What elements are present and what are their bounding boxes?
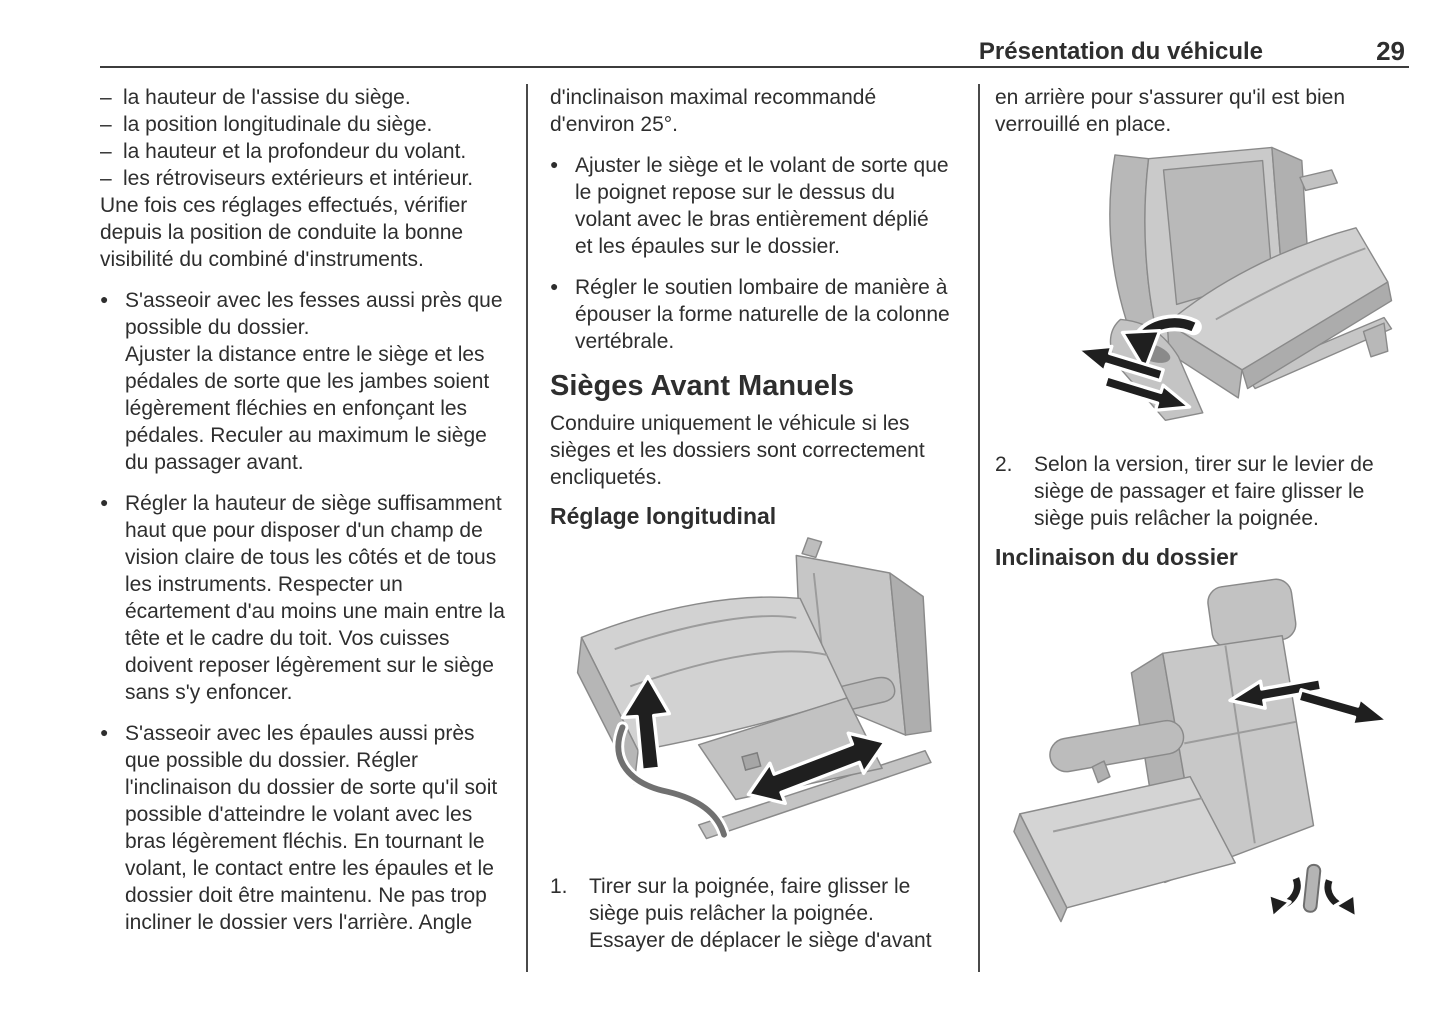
dash-list-item: – la hauteur et la profondeur du volant. <box>100 138 506 165</box>
arrow-up-icon <box>620 674 672 772</box>
continuation-text: d'inclinaison maximal recommandé d'envir… <box>550 86 877 136</box>
headrest <box>1207 578 1297 648</box>
dash-item-text: la hauteur de l'assise du siège. <box>123 86 411 109</box>
bullet-marker: ● <box>550 156 559 172</box>
bullet-marker: ● <box>100 724 109 740</box>
bullet-item: ● Régler la hauteur de siège suffisammen… <box>100 490 506 706</box>
dash-marker: – <box>100 86 112 109</box>
bullet-text: Régler la hauteur de siège suffisamment … <box>125 492 505 704</box>
arrow-lever-ccw-icon <box>1266 872 1304 920</box>
arrow-lever-cw-icon <box>1322 874 1359 920</box>
column-divider-1 <box>526 84 528 972</box>
subsection-heading: Inclinaison du dossier <box>995 544 1238 570</box>
page-number: 29 <box>1376 36 1405 66</box>
dash-item-text: la hauteur et la profondeur du volant. <box>123 140 467 163</box>
numbered-step: 2. Selon la version, tirer sur le levier… <box>995 451 1403 532</box>
release-handle <box>615 724 727 838</box>
arrow-slide-forward-icon <box>1102 374 1192 412</box>
armrest <box>1049 719 1185 773</box>
dash-list-item: – la position longitudinale du siège. <box>100 111 506 138</box>
step-text: Selon la version, tirer sur le levier de… <box>1034 453 1374 530</box>
section-heading: Sièges Avant Manuels <box>550 370 855 402</box>
bullet-text: Ajuster la distance entre le siège et le… <box>125 343 490 474</box>
bullet-marker: ● <box>100 494 109 510</box>
continuation-text: en arrière pour s'assurer qu'il est bien… <box>995 86 1346 136</box>
dash-marker: – <box>100 167 112 190</box>
arrow-double-horizontal-icon <box>746 731 887 806</box>
column-1: – la hauteur de l'assise du siège. – la … <box>100 84 506 936</box>
seat-longitudinal-adjust-illustration <box>576 537 932 841</box>
bullet-item: ● S'asseoir avec les fesses aussi près q… <box>100 287 506 476</box>
dash-marker: – <box>100 140 112 163</box>
bullet-item: ● Régler le soutien lombaire de manière … <box>550 274 952 355</box>
paragraph: Une fois ces réglages effectués, vérifie… <box>100 194 468 271</box>
seat-structure <box>1013 578 1322 923</box>
recline-lever <box>1299 169 1339 192</box>
dash-item-text: la position longitudinale du siège. <box>123 113 433 136</box>
column-divider-2 <box>978 84 980 972</box>
dash-list-item: – la hauteur de l'assise du siège. <box>100 84 506 111</box>
column-2: d'inclinaison maximal recommandé d'envir… <box>550 84 952 954</box>
seat-slide-lever-illustration <box>1075 146 1393 422</box>
step-number: 1. <box>550 875 568 898</box>
bullet-item: ● S'asseoir avec les épaules aussi près … <box>100 720 506 936</box>
seatback-recline-illustration <box>1013 578 1390 923</box>
arrow-curved-down-icon <box>1120 314 1202 372</box>
bullet-text: S'asseoir avec les épaules aussi près qu… <box>125 722 498 934</box>
bullet-text: S'asseoir avec les fesses aussi près que… <box>125 289 503 339</box>
numbered-step: 1. Tirer sur la poignée, faire glisser l… <box>550 873 952 954</box>
arrow-recline-back-icon <box>1296 688 1390 727</box>
seat-structure <box>576 537 932 841</box>
dash-list-item: – les rétroviseurs extérieurs et intérie… <box>100 165 506 192</box>
column-3: en arrière pour s'assurer qu'il est bien… <box>995 84 1403 947</box>
bullet-text: Ajuster le siège et le volant de sorte q… <box>575 154 949 258</box>
dash-marker: – <box>100 113 112 136</box>
subsection-heading: Réglage longitudinal <box>550 503 777 529</box>
page-header-section-title: Présentation du véhicule <box>978 38 1263 65</box>
step-text: Tirer sur la poignée, faire glisser le s… <box>589 875 932 952</box>
header-rule <box>100 66 1409 68</box>
bullet-item: ● Ajuster le siège et le volant de sorte… <box>550 152 952 260</box>
recline-lever <box>1302 863 1322 913</box>
step-number: 2. <box>995 453 1013 476</box>
arrow-slide-back-icon <box>1075 344 1165 383</box>
section-intro: Conduire uniquement le véhicule si les s… <box>550 412 925 489</box>
bullet-marker: ● <box>100 291 109 307</box>
bullet-text: Régler le soutien lombaire de manière à … <box>575 276 950 353</box>
bullet-marker: ● <box>550 278 559 294</box>
dash-item-text: les rétroviseurs extérieurs et intérieur… <box>123 167 474 190</box>
